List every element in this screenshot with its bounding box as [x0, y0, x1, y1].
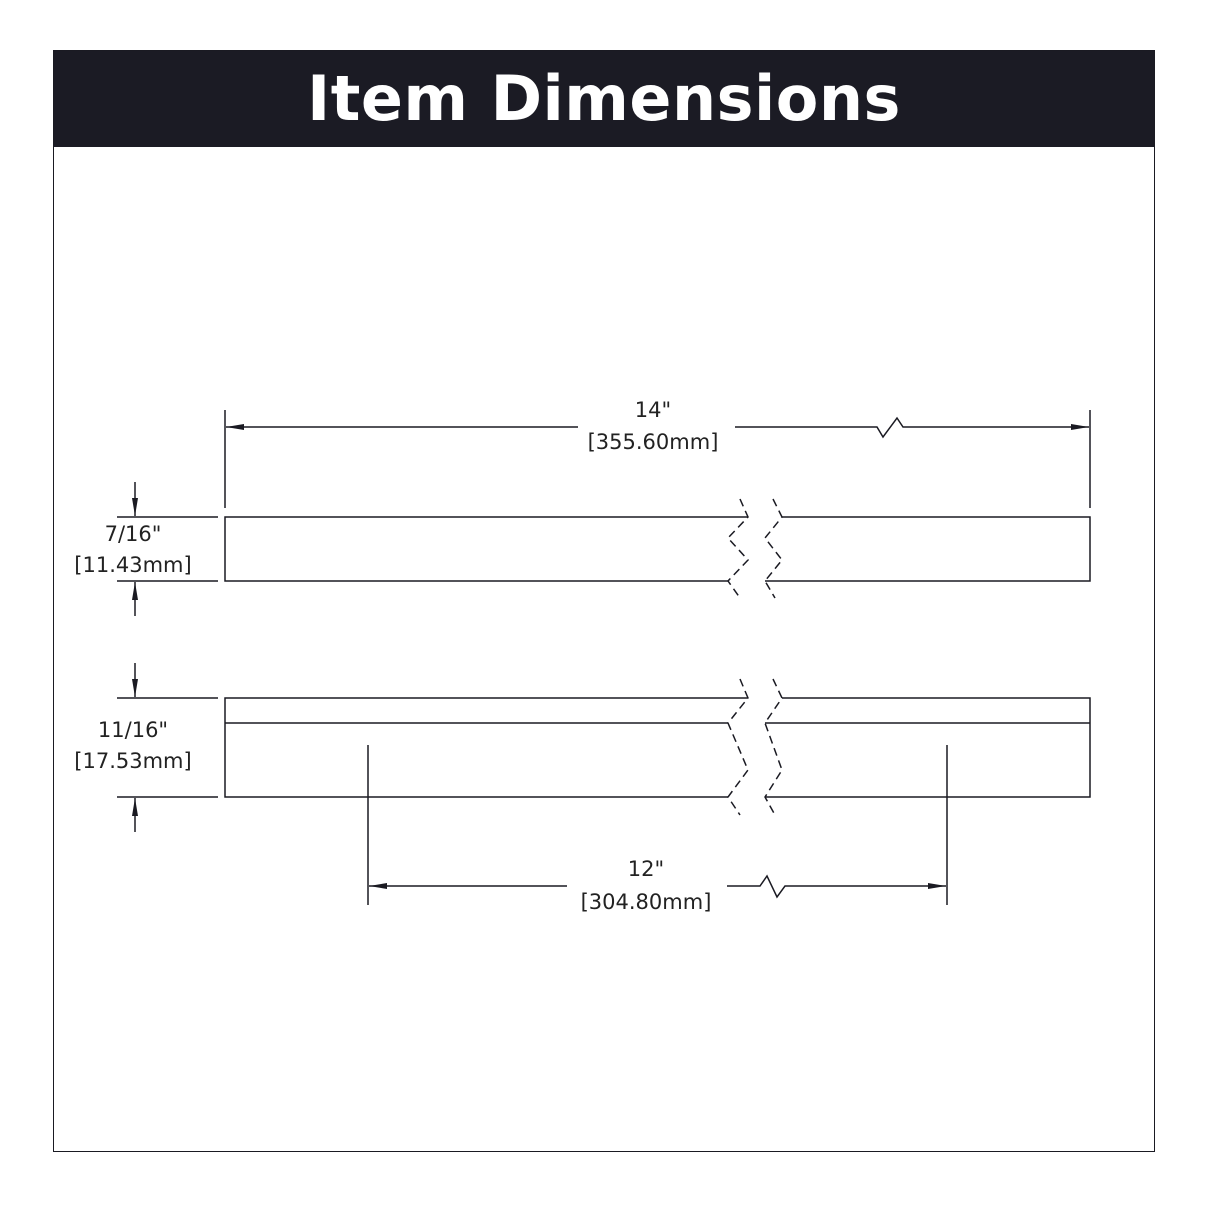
side-height-imperial: 11/16": [98, 718, 168, 742]
header-bar: Item Dimensions: [54, 51, 1154, 147]
overall-length-dimension: [224, 410, 1091, 508]
side-height-metric: [17.53mm]: [74, 749, 191, 773]
top-height-metric: [11.43mm]: [74, 553, 191, 577]
center-to-center-metric: [304.80mm]: [581, 890, 712, 914]
side-view-bar: [224, 678, 1091, 816]
center-to-center-imperial: 12": [628, 857, 664, 881]
top-view-bar: [224, 498, 1091, 599]
top-height-dimension: [117, 482, 218, 616]
top-height-imperial: 7/16": [105, 522, 162, 546]
overall-length-imperial: 14": [635, 398, 671, 422]
page-title: Item Dimensions: [307, 61, 901, 135]
overall-length-metric: [355.60mm]: [588, 430, 719, 454]
side-height-dimension: [117, 663, 218, 832]
diagram-frame: Item Dimensions: [53, 50, 1155, 1152]
center-to-center-dimension: [367, 745, 948, 905]
